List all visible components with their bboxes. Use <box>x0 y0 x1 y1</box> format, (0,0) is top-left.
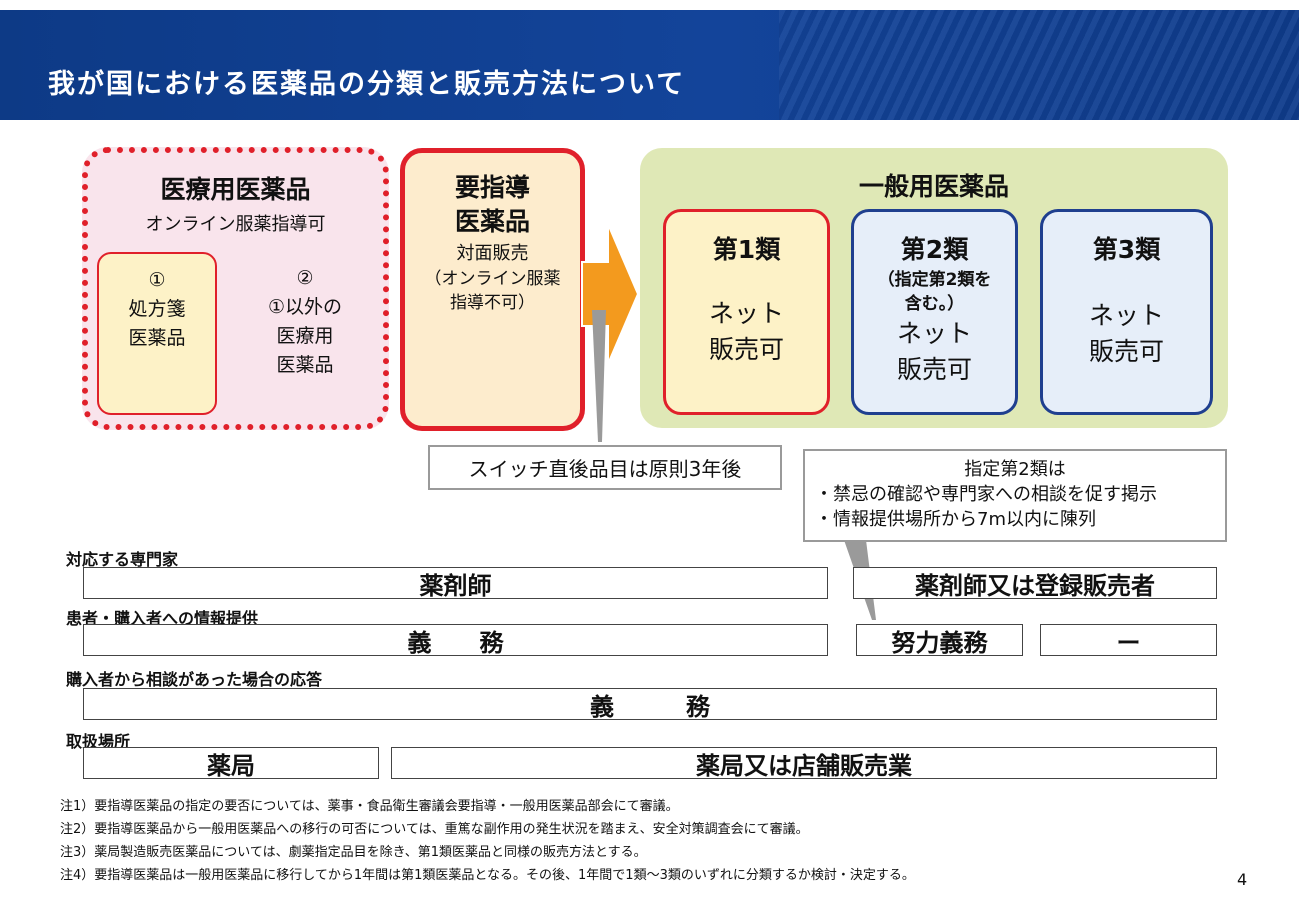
prescription-drug-line1: 処方箋 <box>128 298 186 320</box>
info-duty-text: 義 務 <box>407 628 504 657</box>
consult-duty-text: 義 務 <box>590 692 710 721</box>
guidance-drugs-title2: 医薬品 <box>454 207 530 236</box>
other-rx-drug-line3: 医薬品 <box>276 354 334 376</box>
switch-callout: スイッチ直後品目は原則3年後 <box>428 445 782 490</box>
class3-line1: ネット <box>1088 301 1164 330</box>
expert-pharmacist-bar: 薬剤師 <box>83 567 828 600</box>
class2-title: 第2類 <box>900 235 969 264</box>
class3-box: 第3類 ネット 販売可 <box>1040 209 1213 415</box>
otc-drugs-title: 一般用医薬品 <box>858 172 1009 201</box>
other-rx-drug-line1: ①以外の <box>267 296 343 318</box>
info-label: 患者・購入者への情報提供 <box>66 609 259 628</box>
place-pharmacy-bar: 薬局 <box>83 747 379 780</box>
expert-label: 対応する専門家 <box>66 550 179 569</box>
consult-duty-bar: 義 務 <box>83 688 1217 721</box>
switch-pointer-icon <box>592 310 606 442</box>
class3-line2: 販売可 <box>1088 337 1164 366</box>
consult-label: 購入者から相談があった場合の応答 <box>66 670 323 689</box>
prescription-drug-box: ① 処方箋 医薬品 <box>97 252 217 415</box>
place-store-text: 薬局又は店舗販売業 <box>696 751 912 780</box>
designated-callout-line1: ・禁忌の確認や専門家への相談を促す掲示 <box>815 484 1157 505</box>
other-rx-drug-text: ② ①以外の 医療用 医薬品 <box>240 264 370 380</box>
rx-drugs-heading: 医療用医薬品 オンライン服薬指導可 <box>82 170 389 236</box>
guidance-drugs-line4: （オンライン服薬 <box>424 269 561 289</box>
guidance-drugs-box: 要指導 医薬品 対面販売 （オンライン服薬 指導不可） <box>400 148 585 431</box>
prescription-drug-line2: 医薬品 <box>128 327 186 349</box>
designated-callout-line2: ・情報提供場所から7m以内に陳列 <box>815 509 1096 530</box>
guidance-drugs-line3: 対面販売 <box>456 243 529 264</box>
switch-callout-text: スイッチ直後品目は原則3年後 <box>468 457 742 481</box>
class2-note1: （指定第2類を <box>877 270 992 290</box>
place-label: 取扱場所 <box>66 732 131 751</box>
place-store-bar: 薬局又は店舗販売業 <box>391 747 1217 780</box>
designated-callout-title: 指定第2類は <box>964 459 1066 480</box>
info-none-bar: ー <box>1040 624 1217 657</box>
transition-arrow-icon <box>581 223 640 442</box>
page-title: 我が国における医薬品の分類と販売方法について <box>48 69 686 100</box>
class2-line2: 販売可 <box>896 355 972 384</box>
info-none-text: ー <box>1116 628 1141 657</box>
info-effort-bar: 努力義務 <box>856 624 1023 657</box>
header-banner: 我が国における医薬品の分類と販売方法について <box>0 10 1299 120</box>
class1-line2: 販売可 <box>708 335 784 364</box>
page-number: 4 <box>1237 870 1248 889</box>
class2-note2: 含む。） <box>904 294 965 314</box>
class2-box: 第2類 （指定第2類を 含む。） ネット 販売可 <box>851 209 1018 415</box>
note-1: 注1）要指導医薬品の指定の要否については、薬事・食品衛生審議会要指導・一般用医薬… <box>60 799 679 814</box>
info-duty-bar: 義 務 <box>83 624 828 657</box>
note-3: 注3）薬局製造販売医薬品については、劇薬指定品目を除き、第1類医薬品と同様の販売… <box>60 845 647 860</box>
prescription-drug-number: ① <box>148 269 166 291</box>
class1-title: 第1類 <box>712 235 781 264</box>
rx-drugs-subtitle: オンライン服薬指導可 <box>145 214 326 235</box>
guidance-drugs-line5: 指導不可） <box>450 293 535 313</box>
expert-registered-text: 薬剤師又は登録販売者 <box>915 571 1155 600</box>
other-rx-drug-number: ② <box>296 267 314 289</box>
note-4: 注4）要指導医薬品は一般用医薬品に移行してから1年間は第1類医薬品となる。その後… <box>60 868 915 883</box>
info-effort-text: 努力義務 <box>891 628 988 657</box>
expert-registered-bar: 薬剤師又は登録販売者 <box>853 567 1217 600</box>
place-pharmacy-text: 薬局 <box>207 751 255 780</box>
class3-title: 第3類 <box>1092 235 1161 264</box>
class2-line1: ネット <box>896 319 972 348</box>
guidance-drugs-title1: 要指導 <box>454 173 530 202</box>
note-2: 注2）要指導医薬品から一般用医薬品への移行の可否については、重篤な副作用の発生状… <box>60 822 809 837</box>
other-rx-drug-line2: 医療用 <box>276 325 334 347</box>
designated-callout: 指定第2類は ・禁忌の確認や専門家への相談を促す掲示 ・情報提供場所から7m以内… <box>803 449 1227 542</box>
expert-pharmacist-text: 薬剤師 <box>419 571 492 600</box>
header-decoration <box>779 10 1299 120</box>
rx-drugs-title: 医療用医薬品 <box>160 175 311 204</box>
class1-line1: ネット <box>708 299 784 328</box>
class1-box: 第1類 ネット 販売可 <box>663 209 830 415</box>
